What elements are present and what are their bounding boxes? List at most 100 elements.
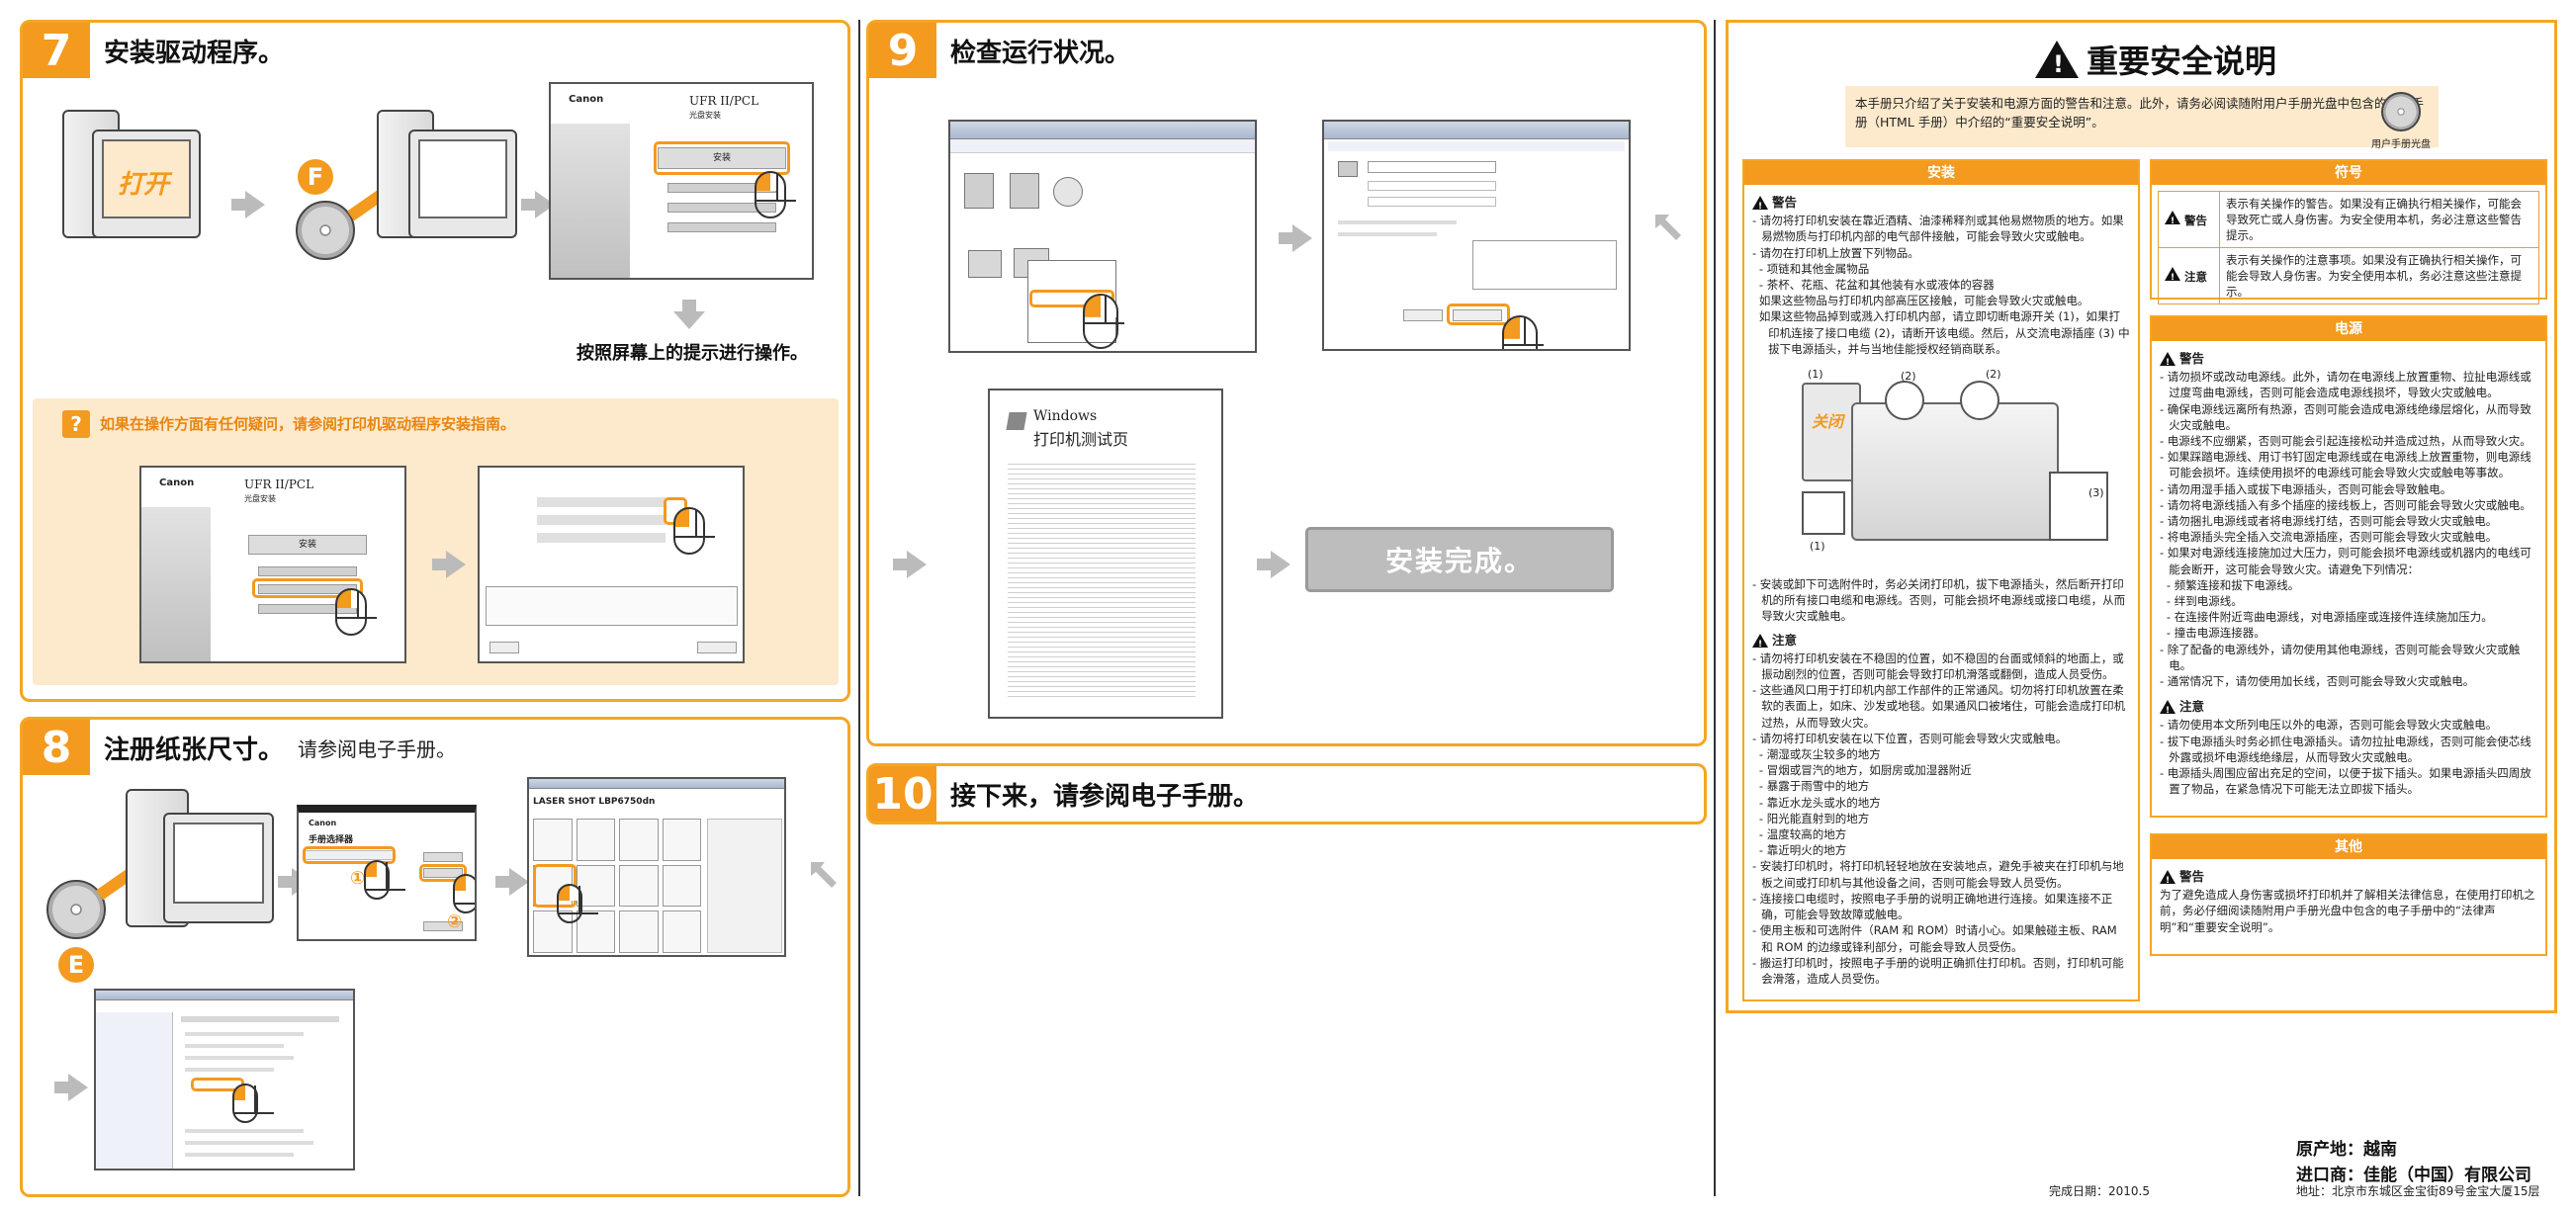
faq-text: 如果在操作方面有任何疑问，请参阅打印机驱动程序安装指南。: [100, 415, 516, 433]
symbols-table: !警告 表示有关操作的警告。如果没有正确执行相关操作，可能会导致死亡或人身伤害。…: [2158, 191, 2539, 304]
symbols-row-caution: !注意 表示有关操作的注意事项。如果没有正确执行相关操作，可能会导致人身伤害。为…: [2158, 247, 2539, 304]
address: 地址：北京市东城区金宝街89号金宝大厦15层: [2296, 1184, 2540, 1198]
step7-panel: 7 安装驱动程序。 打开 F Canon UFR II/PCL 光盘安装 安装 …: [20, 20, 850, 702]
step7-header: 7 安装驱动程序。: [23, 23, 284, 78]
install-column: 安装 !警告 - 请勿将打印机安装在靠近酒精、油漆稀释剂或其他易燃物质的地方。如…: [1742, 159, 2140, 1001]
mouse-icon: [1502, 315, 1544, 349]
install-caution-title: !注意: [1752, 633, 2130, 650]
arrow-right-icon: [495, 868, 529, 896]
arrow-right-icon: [1279, 224, 1312, 252]
mouse-icon: [755, 171, 796, 218]
illu-label-2a: (2): [1901, 370, 1916, 384]
installer-title: UFR II/PCL: [689, 94, 759, 108]
cd-label: 用户手册光盘: [2371, 139, 2431, 150]
symbols-row-warning: !警告 表示有关操作的警告。如果没有正确执行相关操作，可能会导致死亡或人身伤害。…: [2158, 191, 2539, 248]
step8-number: 8: [23, 720, 90, 775]
install-warning-title: !警告: [1752, 195, 2130, 212]
power-head: 电源: [2152, 317, 2545, 341]
power-caution-title: !注意: [2160, 699, 2537, 716]
power-column: 电源 !警告 - 请勿损坏或改动电源线。此外，请勿在电源线上放置重物、拉扯电源线…: [2150, 315, 2547, 818]
warning-icon: !: [2165, 211, 2180, 226]
faq-installer-screenshot: Canon UFR II/PCL 光盘安装 安装: [139, 466, 406, 663]
step10-title: 接下来，请参阅电子手册。: [950, 781, 1260, 812]
importer: 进口商：佳能（中国）有限公司: [2296, 1166, 2532, 1185]
faq-box: ? 如果在操作方面有任何疑问，请参阅打印机驱动程序安装指南。 Canon UFR…: [33, 398, 839, 685]
computer-cd-illustration: E: [46, 789, 284, 987]
illu-label-1a: (1): [1808, 368, 1823, 382]
illu-label-2b: (2): [1986, 368, 2001, 382]
test-page-title: 打印机测试页: [1033, 430, 1129, 449]
cd-icon: [2381, 92, 2421, 131]
mouse-icon: [335, 588, 377, 636]
arrow-right-icon: [54, 1074, 88, 1101]
manual-tree-screenshot: [94, 989, 355, 1171]
cd-badge-e: E: [58, 947, 94, 983]
warning-icon: !: [2035, 41, 2079, 78]
installer-subtitle: 光盘安装: [689, 111, 721, 120]
step10-header: 10 接下来，请参阅电子手册。: [869, 766, 1259, 822]
warning-icon: !: [2160, 352, 2176, 368]
mouse-icon: [1083, 294, 1124, 349]
open-label: 打开: [118, 170, 170, 200]
power-switch-illustration: 关闭 (1) (2) (2) (1) (3): [1752, 363, 2130, 570]
laser-shot-manual-screenshot: LASER SHOT LBP6750dn: [527, 777, 786, 957]
step7-title: 安装驱动程序。: [104, 38, 285, 68]
warning-icon: !: [2165, 267, 2180, 283]
test-page-title-windows: Windows: [1033, 408, 1098, 424]
computer-cd-illustration: F: [288, 110, 525, 298]
step10-panel: 10 接下来，请参阅电子手册。: [866, 763, 1707, 824]
step9-number: 9: [869, 23, 936, 78]
other-head: 其他: [2152, 835, 2545, 859]
arrow-down-icon: [673, 300, 705, 329]
illu-label-1b: (1): [1810, 540, 1825, 554]
arrow-diag-icon: [811, 862, 837, 888]
step8-panel: 8 注册纸张尺寸。 请参阅电子手册。 E Canon 手册选择器 ① ② LAS…: [20, 717, 850, 1197]
devices-printers-screenshot: [948, 120, 1257, 353]
mouse-icon: [557, 884, 598, 923]
cd-icon: [296, 201, 355, 260]
question-icon: ?: [62, 410, 90, 438]
step9-title: 检查运行状况。: [950, 38, 1131, 68]
symbols-column: 符号 !警告 表示有关操作的警告。如果没有正确执行相关操作，可能会导致死亡或人身…: [2150, 159, 2547, 304]
laser-shot-title: LASER SHOT LBP6750dn: [533, 797, 656, 807]
step9-header: 9 检查运行状况。: [869, 23, 1130, 78]
test-page-illustration: Windows 打印机测试页: [988, 389, 1223, 719]
arrow-right-icon: [231, 191, 265, 218]
step7-caption: 按照屏幕上的提示进行操作。: [577, 343, 808, 364]
mouse-icon: [453, 874, 475, 913]
warning-icon: !: [2160, 700, 2176, 716]
illu-close-label: 关闭: [1812, 412, 1844, 432]
column-divider-right: [1714, 20, 1716, 1196]
mouse-icon: [232, 1084, 274, 1123]
origin: 原产地：越南: [2296, 1140, 2397, 1160]
faq-manual-screenshot: [478, 466, 745, 663]
safety-title: ! 重要安全说明: [2035, 37, 2276, 82]
cd-icon: [46, 880, 106, 939]
step7-number: 7: [23, 23, 90, 78]
install-complete-banner: 安装完成。: [1305, 527, 1614, 592]
step8-header: 8 注册纸张尺寸。 请参阅电子手册。: [23, 720, 456, 775]
mouse-icon: [673, 507, 715, 555]
completion-date: 完成日期：2010.5: [2049, 1184, 2150, 1198]
step10-number: 10: [869, 766, 936, 822]
arrow-right-icon: [432, 551, 466, 578]
warning-icon: !: [2160, 870, 2176, 886]
warning-icon: !: [1752, 633, 1768, 650]
arrow-right-icon: [893, 551, 927, 578]
install-head: 安装: [1744, 161, 2138, 185]
arrow-right-icon: [1257, 551, 1290, 578]
cd-badge-f: F: [298, 159, 333, 195]
installer-screenshot: Canon UFR II/PCL 光盘安装 安装: [549, 82, 814, 280]
installer-brand: Canon: [569, 94, 604, 105]
other-warning-title: !警告: [2160, 869, 2537, 886]
mouse-icon: [364, 860, 405, 900]
symbols-head: 符号: [2152, 161, 2545, 185]
step8-title: 注册纸张尺寸。: [104, 735, 285, 765]
manual-selector-screenshot: Canon 手册选择器 ① ②: [297, 805, 477, 941]
installer-install-button[interactable]: 安装: [658, 147, 786, 169]
illu-label-3: (3): [2088, 486, 2104, 500]
safety-section: ! 重要安全说明 本手册只介绍了关于安装和电源方面的警告和注意。此外，请务必阅读…: [1726, 20, 2557, 1013]
arrow-diag-icon: [1655, 215, 1681, 240]
marker-2: ②: [447, 911, 463, 932]
column-divider-left: [858, 20, 860, 1196]
